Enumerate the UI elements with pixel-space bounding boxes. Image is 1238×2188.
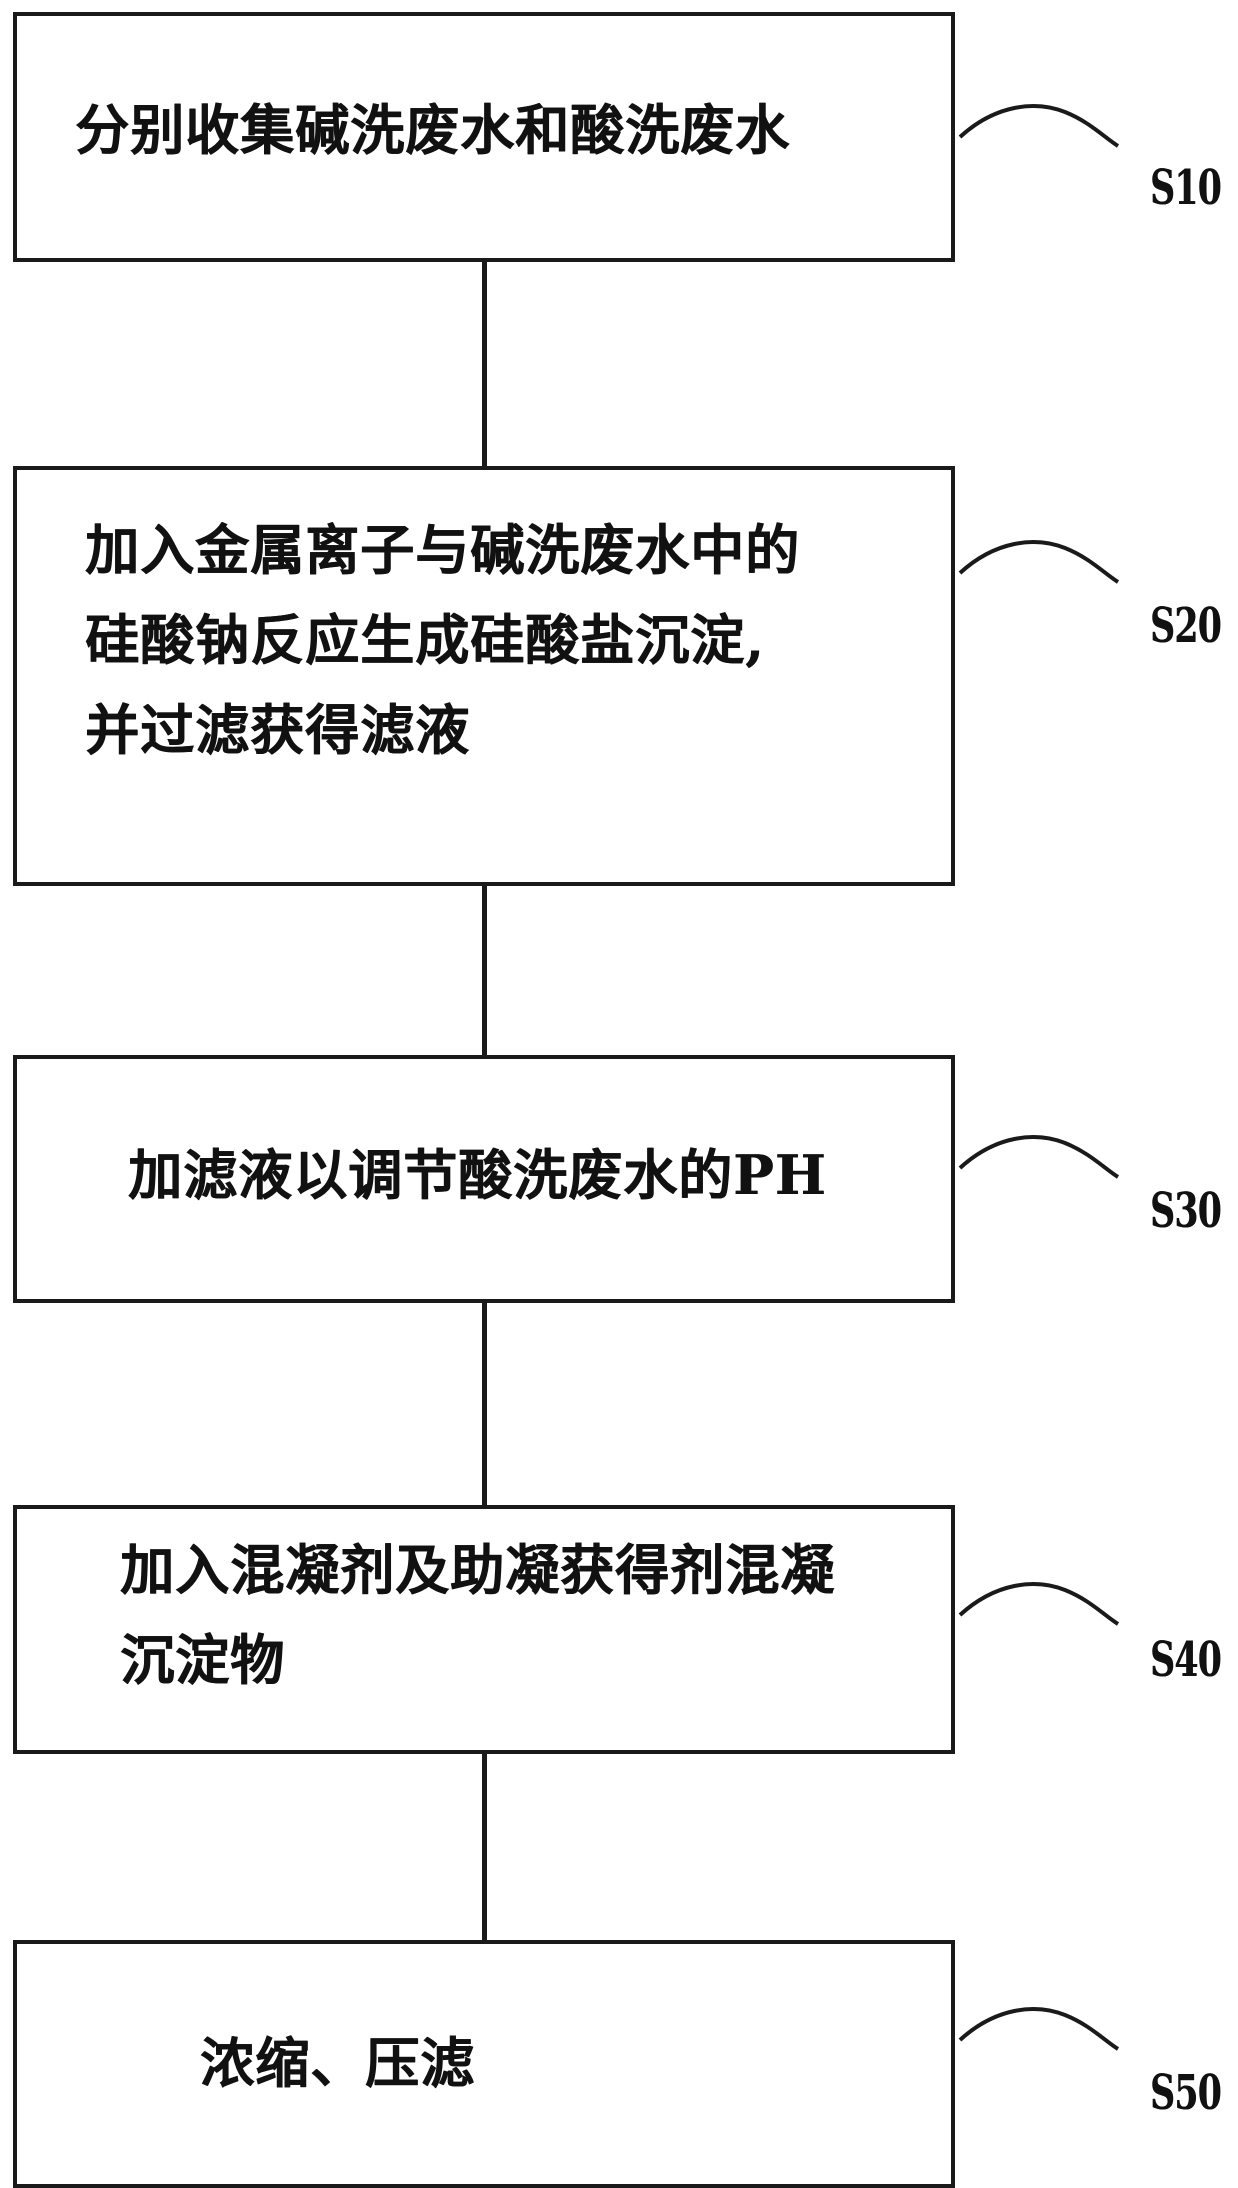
connector-s30-s40 <box>482 1303 487 1505</box>
leader-line-s10 <box>958 104 1120 148</box>
step-id-s50: S50 <box>1150 2065 1222 2121</box>
connector-s40-s50 <box>482 1754 487 1940</box>
step-box-s20 <box>13 466 955 886</box>
leader-line-s30 <box>958 1135 1120 1179</box>
step-id-s10: S10 <box>1150 160 1222 216</box>
step-text-s10: 分别收集碱洗废水和酸洗废水 <box>75 98 790 162</box>
connector-s10-s20 <box>482 262 487 466</box>
step-text-s20: 加入金属离子与碱洗废水中的 硅酸钠反应生成硅酸盐沉淀, 并过滤获得滤液 <box>85 518 800 762</box>
step-id-s40: S40 <box>1150 1632 1222 1688</box>
step-id-s20: S20 <box>1150 598 1222 654</box>
step-id-s30: S30 <box>1150 1183 1222 1239</box>
step-text-s50: 浓缩、压滤 <box>200 2031 475 2095</box>
step-box-s30 <box>13 1055 955 1303</box>
step-text-s40: 加入混凝剂及助凝获得剂混凝 沉淀物 <box>120 1538 835 1692</box>
step-text-s30: 加滤液以调节酸洗废水的PH <box>128 1143 827 1207</box>
connector-s20-s30 <box>482 886 487 1055</box>
step-box-s50 <box>13 1940 955 2188</box>
step-box-s10 <box>13 12 955 262</box>
leader-line-s40 <box>958 1582 1120 1626</box>
leader-line-s50 <box>958 2007 1120 2051</box>
step-box-s40 <box>13 1505 955 1754</box>
leader-line-s20 <box>958 540 1120 584</box>
